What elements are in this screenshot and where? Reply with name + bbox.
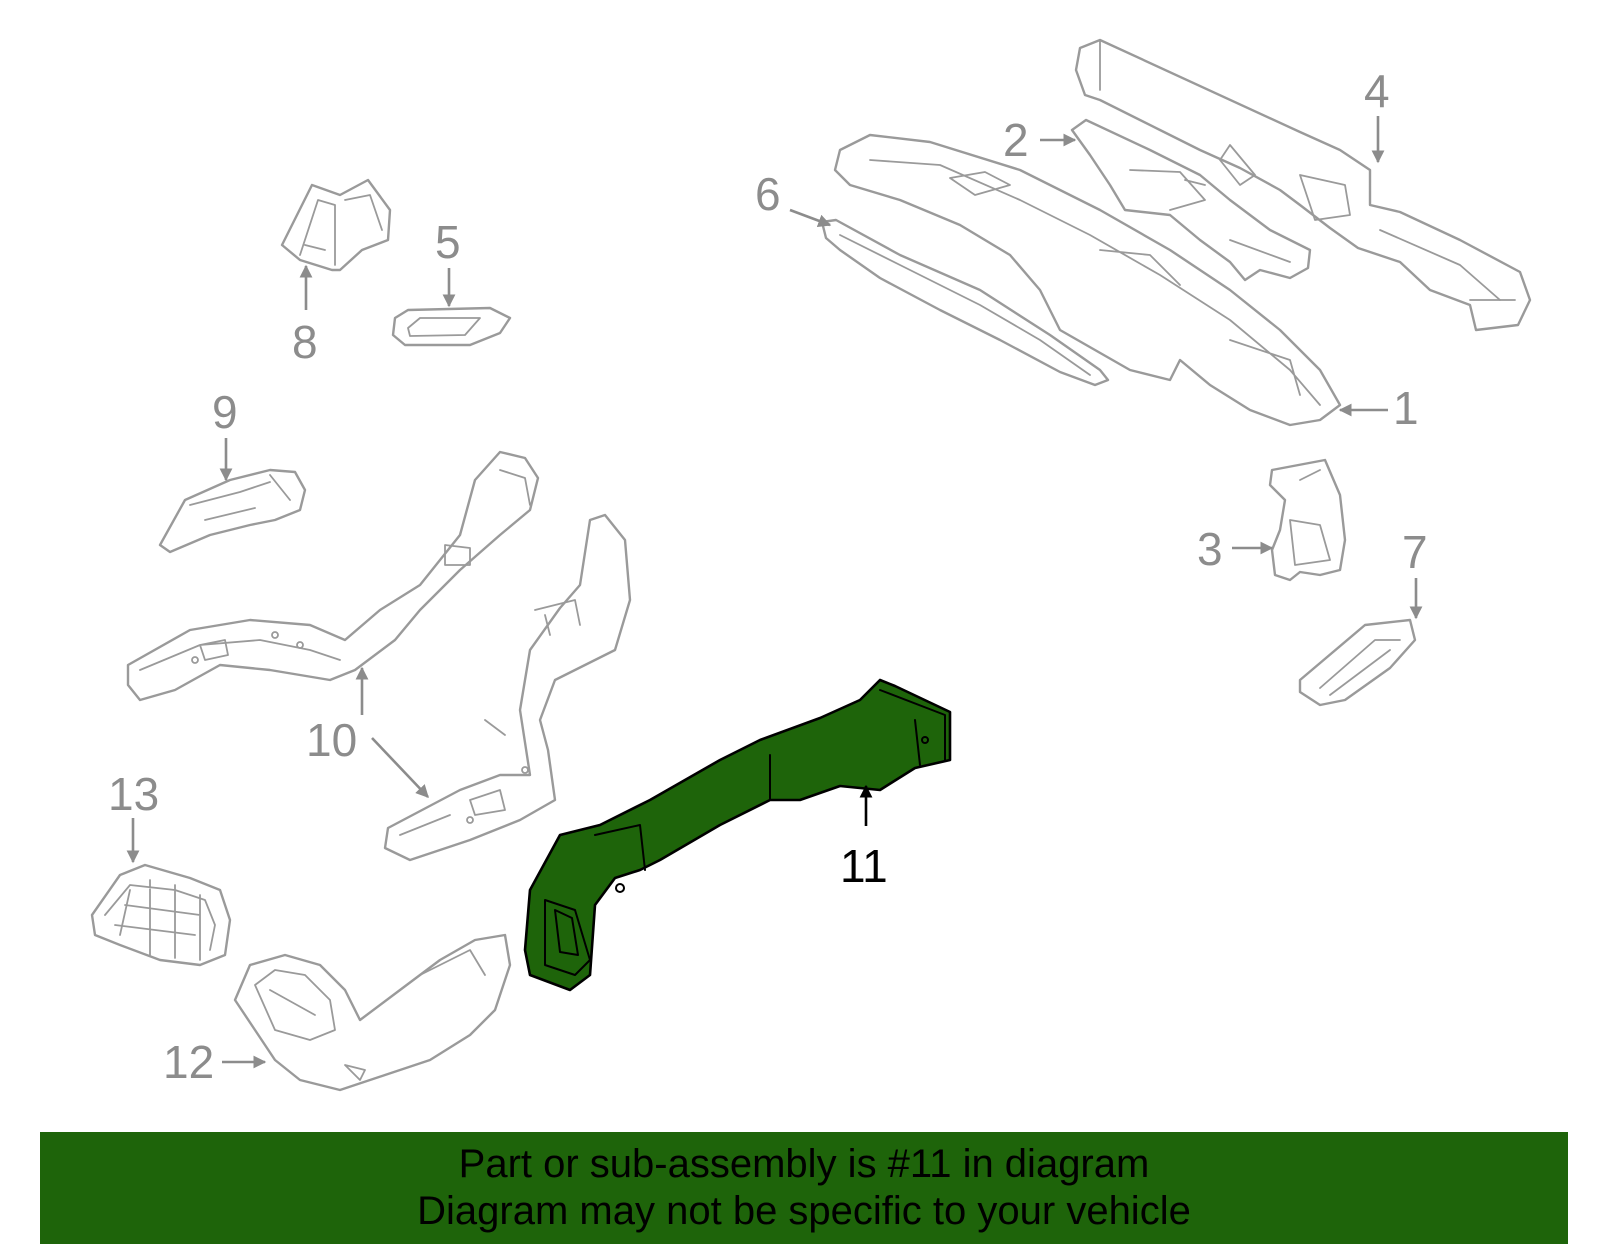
- part-7-bezel[interactable]: [1298, 618, 1417, 707]
- part-5-bezel[interactable]: [391, 306, 512, 347]
- part-12-duct[interactable]: [233, 933, 512, 1092]
- part-9-vent[interactable]: [158, 468, 307, 554]
- callout-3: 3: [1197, 523, 1274, 575]
- callout-2: 2: [1003, 114, 1077, 166]
- part-4-duct[interactable]: [1074, 38, 1532, 332]
- callout-label-5: 5: [435, 216, 461, 268]
- callout-1: 1: [1338, 382, 1419, 434]
- callout-label-4: 4: [1364, 65, 1390, 117]
- callout-label-11: 11: [840, 840, 888, 892]
- callout-label-2: 2: [1003, 114, 1029, 166]
- callout-5: 5: [435, 216, 461, 308]
- callout-12: 12: [163, 1036, 267, 1088]
- callout-6: 6: [755, 168, 832, 227]
- callout-label-1: 1: [1393, 382, 1419, 434]
- callout-label-6: 6: [755, 168, 781, 220]
- banner-line-2: Diagram may not be specific to your vehi…: [417, 1189, 1191, 1233]
- callout-10: 10: [306, 666, 429, 798]
- callout-label-3: 3: [1197, 523, 1223, 575]
- part-10-right-duct[interactable]: [383, 513, 632, 862]
- part-1-duct[interactable]: [833, 133, 1342, 427]
- banner-line-1: Part or sub-assembly is #11 in diagram: [458, 1142, 1150, 1186]
- callout-4: 4: [1364, 65, 1390, 164]
- part-13-vent-grille[interactable]: [90, 863, 232, 967]
- callout-9: 9: [212, 386, 238, 482]
- callout-label-12: 12: [163, 1036, 214, 1088]
- callout-label-13: 13: [108, 768, 159, 820]
- part-10-left-duct[interactable]: [126, 450, 540, 702]
- part-8-vent[interactable]: [280, 178, 392, 272]
- part-11-highlighted-duct[interactable]: [523, 678, 952, 992]
- callout-13: 13: [108, 768, 159, 864]
- callout-8: 8: [292, 264, 318, 368]
- part-6-strip[interactable]: [820, 218, 1110, 387]
- info-banner: Part or sub-assembly is #11 in diagram D…: [40, 1132, 1568, 1244]
- callout-11: 11: [840, 784, 888, 892]
- callout-label-10: 10: [306, 714, 357, 766]
- part-2-duct[interactable]: [1070, 118, 1312, 282]
- callout-7: 7: [1402, 526, 1428, 620]
- callout-label-7: 7: [1402, 526, 1428, 578]
- callout-label-8: 8: [292, 316, 318, 368]
- part-3-vent[interactable]: [1268, 458, 1347, 582]
- callout-label-9: 9: [212, 386, 238, 438]
